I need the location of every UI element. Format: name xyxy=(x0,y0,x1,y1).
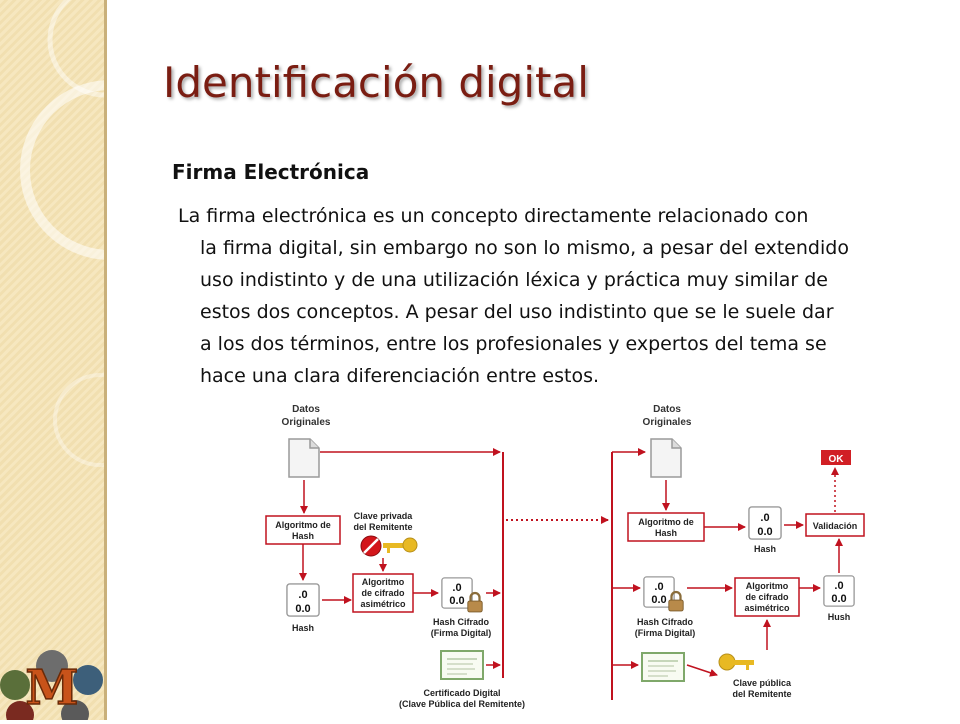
right-cipher-box xyxy=(734,577,800,617)
paragraph-line: La firma electrónica es un concepto dire… xyxy=(178,205,809,227)
public-key-label: del Remitente xyxy=(732,689,791,699)
left-datos-label: Originales xyxy=(282,417,331,428)
received-signed-hash-label: (Firma Digital) xyxy=(635,628,696,638)
signed-hash-label: Hash Cifrado xyxy=(433,617,490,627)
signed-hash-value: .0 xyxy=(452,582,461,594)
validation-box xyxy=(805,513,865,537)
left-hash-label: Hash xyxy=(292,623,314,633)
left-cipher-label: asimétrico xyxy=(360,599,406,609)
paragraph-line: la firma digital, sin embargo no son lo … xyxy=(200,237,849,259)
signed-hash-value: 0.0 xyxy=(449,595,464,607)
private-key-label: Clave privada xyxy=(354,511,414,521)
right-datos-label: Datos xyxy=(653,404,681,415)
ok-badge xyxy=(821,450,851,465)
public-key-label: Clave pública xyxy=(733,678,792,688)
left-hash-value: .0 xyxy=(298,589,307,601)
right-document-icon xyxy=(650,438,682,478)
received-signed-hash-label: Hash Cifrado xyxy=(637,617,694,627)
left-cipher-label: de cifrado xyxy=(361,588,405,598)
private-key-icon xyxy=(360,535,418,557)
left-datos-label: Datos xyxy=(292,404,320,415)
paragraph-line: a los dos términos, entre los profesiona… xyxy=(200,333,827,355)
received-signed-hash-value: .0 xyxy=(654,581,663,593)
decrypted-hash-value: .0 xyxy=(834,580,843,592)
decrypted-hash-label: Hush xyxy=(828,612,851,622)
decrypted-hash-value: 0.0 xyxy=(831,593,846,605)
paragraph-line: hace una clara diferenciación entre esto… xyxy=(200,365,600,387)
signed-hash-label: (Firma Digital) xyxy=(431,628,492,638)
arrow xyxy=(686,664,718,677)
public-key-icon xyxy=(718,653,754,671)
left-hash-algorithm-box xyxy=(265,515,341,545)
private-key-label: del Remitente xyxy=(353,522,412,532)
left-cipher-box xyxy=(352,573,414,613)
certificate-label: (Clave Pública del Remitente) xyxy=(399,699,525,709)
right-hash-algorithm-box xyxy=(627,512,705,542)
right-hash-algo-label: Hash xyxy=(655,528,677,538)
left-document-icon xyxy=(288,438,320,478)
left-hash-algo-label: Algoritmo de xyxy=(275,520,331,530)
slide-title: Identificación digital xyxy=(163,58,589,107)
magic-logo: M xyxy=(0,650,103,720)
verification-process: Datos Originales Algoritmo de Hash .0 0.… xyxy=(611,404,865,700)
certificate-label: Certificado Digital xyxy=(423,688,500,698)
right-datos-label: Originales xyxy=(643,417,692,428)
sidebar-divider xyxy=(104,0,107,720)
left-hash-value: 0.0 xyxy=(295,603,310,615)
right-hash-label: Hash xyxy=(754,544,776,554)
body-paragraph: La firma electrónica es un concepto dire… xyxy=(170,200,930,392)
right-cipher-label: asimétrico xyxy=(744,603,790,613)
received-signed-hash-value: 0.0 xyxy=(651,594,666,606)
left-cipher-label: Algoritmo xyxy=(362,577,405,587)
right-hash-value: .0 xyxy=(760,512,769,524)
paragraph-line: estos dos conceptos. A pesar del uso ind… xyxy=(200,301,834,323)
paragraph-line: uso indistinto y de una utilización léxi… xyxy=(200,269,828,291)
left-certificate-icon xyxy=(440,650,484,680)
digital-signature-diagram: Datos Originales Algoritmo de Hash .0 0.… xyxy=(265,404,865,709)
decorative-sidebar xyxy=(0,0,200,720)
slide-subtitle: Firma Electrónica xyxy=(172,160,370,184)
lock-icon xyxy=(667,590,685,612)
lock-icon xyxy=(466,591,484,613)
right-hash-algo-label: Algoritmo de xyxy=(638,517,694,527)
right-hash-value: 0.0 xyxy=(757,526,772,538)
sidebar-circles-decoration xyxy=(20,0,200,467)
received-certificate-icon xyxy=(641,652,685,682)
validation-label: Validación xyxy=(813,521,858,531)
signing-process: Datos Originales Algoritmo de Hash .0 0.… xyxy=(265,404,525,709)
right-cipher-label: Algoritmo xyxy=(746,581,789,591)
ok-label: OK xyxy=(829,454,845,465)
logo-letter: M xyxy=(25,660,78,716)
left-hash-algo-label: Hash xyxy=(292,531,314,541)
right-cipher-label: de cifrado xyxy=(745,592,789,602)
